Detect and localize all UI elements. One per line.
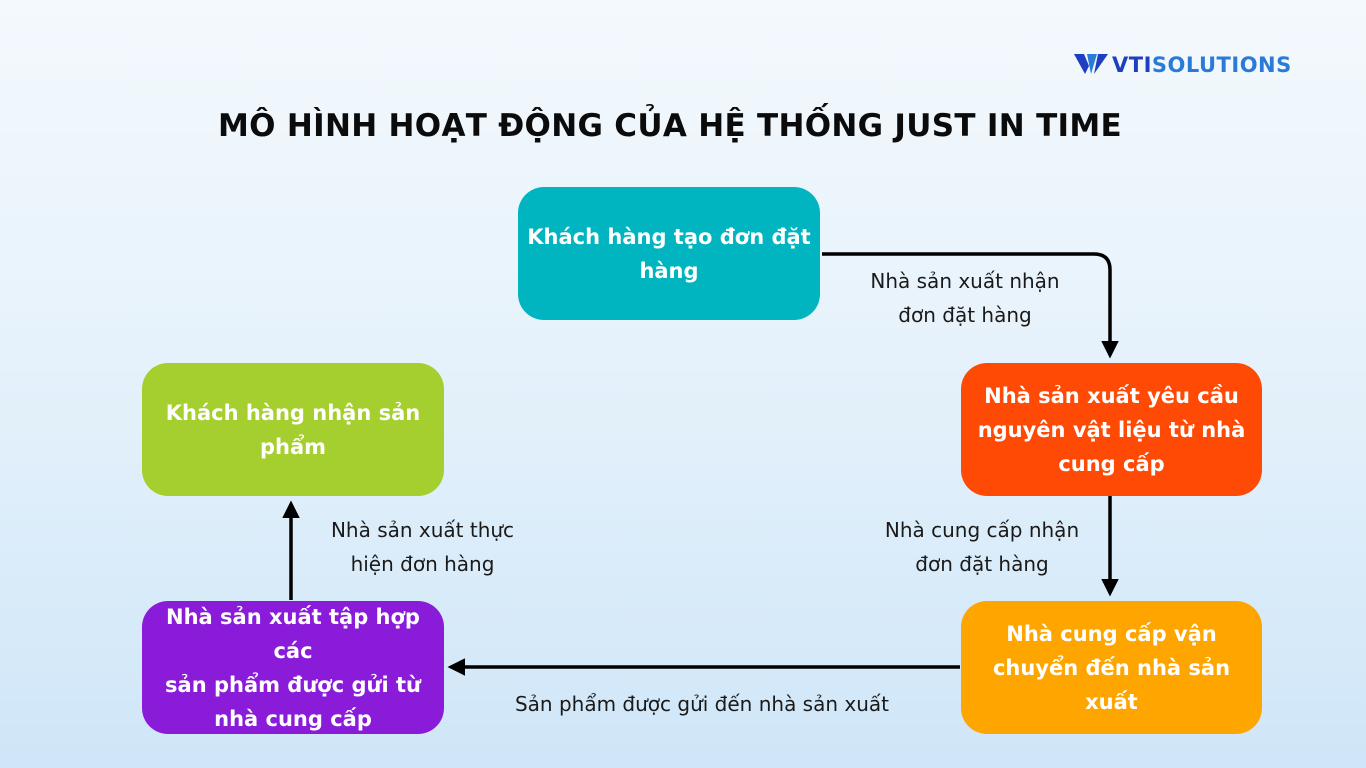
node-customer-receive: Khách hàng nhận sản phẩm bbox=[142, 363, 444, 496]
brand-name: VTISOLUTIONS bbox=[1112, 50, 1292, 80]
edge-label-supplier-receives: Nhà cung cấp nhận đơn đặt hàng bbox=[884, 518, 1080, 576]
edge-label-products-shipped: Sản phẩm được gửi đến nhà sản xuất bbox=[514, 692, 889, 716]
node-manufacturer-assemble: Nhà sản xuất tập hợp các sản phẩm được g… bbox=[142, 601, 444, 734]
page-title: MÔ HÌNH HOẠT ĐỘNG CỦA HỆ THỐNG JUST IN T… bbox=[218, 108, 1122, 144]
node-supplier-ship: Nhà cung cấp vận chuyển đến nhà sản xuất bbox=[961, 601, 1262, 734]
node-manufacturer-request: Nhà sản xuất yêu cầu nguyên vật liệu từ … bbox=[961, 363, 1262, 496]
brand-logo: VTISOLUTIONS bbox=[1074, 50, 1292, 80]
brand-suffix: SOLUTIONS bbox=[1151, 53, 1292, 77]
edge-label-manufacturer-receives: Nhà sản xuất nhận đơn đặt hàng bbox=[870, 269, 1060, 327]
node-customer-order: Khách hàng tạo đơn đặt hàng bbox=[518, 187, 820, 320]
arrow-order-to-request bbox=[822, 252, 1119, 359]
brand-prefix: VTI bbox=[1112, 53, 1152, 77]
edge-label-manufacturer-fulfills: Nhà sản xuất thực hiện đơn hàng bbox=[330, 518, 515, 576]
vti-logo-icon bbox=[1074, 54, 1108, 74]
